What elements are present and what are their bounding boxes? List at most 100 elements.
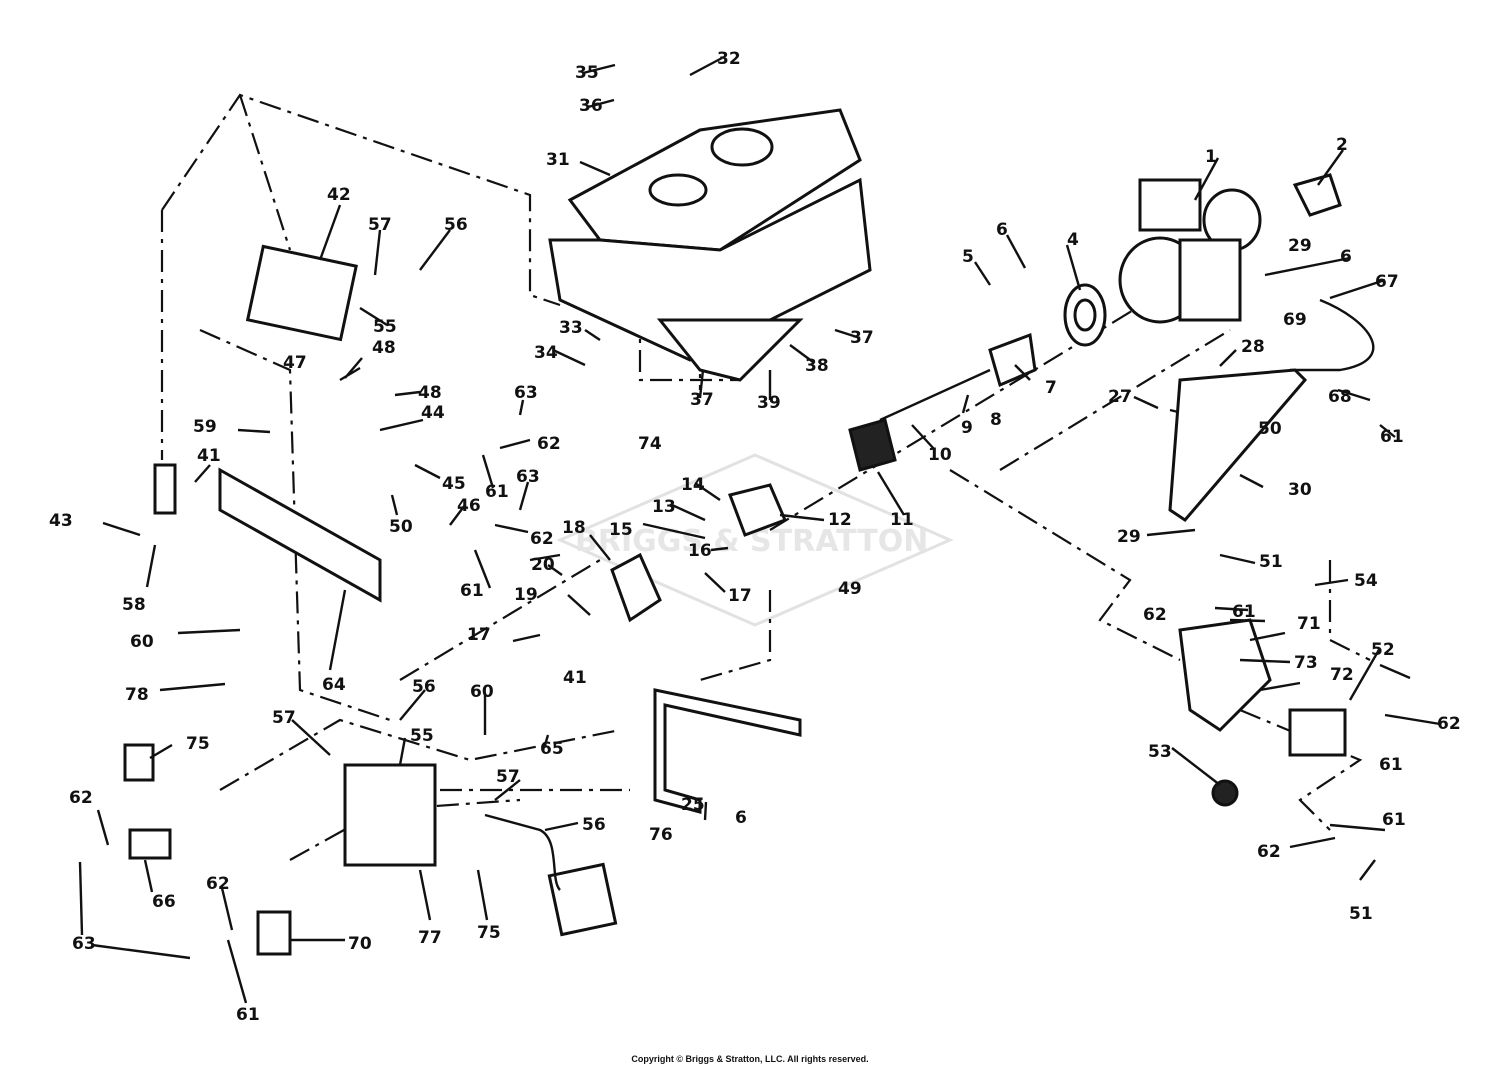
callout-42: 42 [327, 185, 351, 205]
callout-7: 7 [1045, 378, 1057, 398]
callout-60: 60 [470, 682, 494, 702]
callout-27: 27 [1108, 387, 1132, 407]
callout-63: 63 [514, 383, 538, 403]
callout-1: 1 [1205, 147, 1217, 167]
callout-20: 20 [531, 555, 555, 575]
callout-6: 6 [1340, 247, 1352, 267]
callout-50: 50 [389, 517, 413, 537]
callout-48: 48 [372, 338, 396, 358]
callout-48: 48 [418, 383, 442, 403]
callout-67: 67 [1375, 272, 1399, 292]
end-bell [728, 483, 787, 537]
assembly-lines [160, 93, 1375, 861]
callout-2: 2 [1336, 135, 1348, 155]
callout-56: 56 [412, 677, 436, 697]
callout-17: 17 [728, 586, 752, 606]
callout-34: 34 [534, 343, 558, 363]
callout-58: 58 [122, 595, 146, 615]
callout-57: 57 [272, 708, 296, 728]
callout-8: 8 [990, 410, 1002, 430]
callout-62: 62 [530, 529, 554, 549]
callout-73: 73 [1294, 653, 1318, 673]
callout-74: 74 [638, 434, 662, 454]
callout-29: 29 [1288, 236, 1312, 256]
callout-63: 63 [72, 934, 96, 954]
receptacle-box-top [245, 244, 358, 342]
callout-31: 31 [546, 150, 570, 170]
rotor [879, 332, 1037, 422]
callout-29: 29 [1117, 527, 1141, 547]
air-cleaner [1292, 173, 1342, 217]
callout-62: 62 [1143, 605, 1167, 625]
callout-52: 52 [1371, 640, 1395, 660]
callout-51: 51 [1349, 904, 1373, 924]
callout-11: 11 [890, 510, 914, 530]
brush-cover [610, 552, 662, 623]
callout-16: 16 [688, 541, 712, 561]
callout-60: 60 [130, 632, 154, 652]
callout-6: 6 [735, 808, 747, 828]
callout-49: 49 [838, 579, 862, 599]
callout-62: 62 [1437, 714, 1461, 734]
mounting-bracket [1178, 618, 1347, 807]
callout-4: 4 [1067, 230, 1079, 250]
callout-56: 56 [582, 815, 606, 835]
callout-61: 61 [485, 482, 509, 502]
callout-33: 33 [559, 318, 583, 338]
callout-35: 35 [575, 63, 599, 83]
callout-57: 57 [496, 767, 520, 787]
callout-32: 32 [717, 49, 741, 69]
callout-10: 10 [928, 445, 952, 465]
callout-43: 43 [49, 511, 73, 531]
callout-37: 37 [690, 390, 714, 410]
callout-17: 17 [467, 625, 491, 645]
callout-77: 77 [418, 928, 442, 948]
callout-18: 18 [562, 518, 586, 538]
callout-36: 36 [579, 96, 603, 116]
callout-46: 46 [457, 496, 481, 516]
adapter-ring [1063, 283, 1107, 347]
callout-61: 61 [1380, 427, 1404, 447]
callout-68: 68 [1328, 387, 1352, 407]
callout-25: 25 [681, 795, 705, 815]
callout-61: 61 [236, 1005, 260, 1025]
callout-45: 45 [442, 474, 466, 494]
callout-76: 76 [649, 825, 673, 845]
callout-75: 75 [186, 734, 210, 754]
callout-5: 5 [962, 247, 974, 267]
callout-50: 50 [1258, 419, 1282, 439]
callout-62: 62 [1257, 842, 1281, 862]
callout-55: 55 [373, 317, 397, 337]
callout-41: 41 [563, 668, 587, 688]
callout-61: 61 [1232, 602, 1256, 622]
callout-30: 30 [1288, 480, 1312, 500]
callout-14: 14 [681, 475, 705, 495]
callout-39: 39 [757, 393, 781, 413]
callout-44: 44 [421, 403, 445, 423]
callout-65: 65 [540, 739, 564, 759]
callout-labels: 1 2 4 5 6 6 6 7 8 9 10 11 12 13 14 15 16… [49, 49, 1461, 1025]
copyright-notice: Copyright © Briggs & Stratton, LLC. All … [631, 1054, 869, 1064]
stator [848, 418, 897, 472]
callout-66: 66 [152, 892, 176, 912]
callout-78: 78 [125, 685, 149, 705]
callout-70: 70 [348, 934, 372, 954]
callout-69: 69 [1283, 310, 1307, 330]
callout-41: 41 [197, 446, 221, 466]
callout-62: 62 [537, 434, 561, 454]
callout-61: 61 [1379, 755, 1403, 775]
callout-61: 61 [460, 581, 484, 601]
callout-13: 13 [652, 497, 676, 517]
switches [123, 743, 292, 956]
callout-47: 47 [283, 353, 307, 373]
callout-9: 9 [961, 418, 973, 438]
engine [1118, 178, 1262, 324]
callout-28: 28 [1241, 337, 1265, 357]
control-panel [218, 467, 382, 603]
callout-12: 12 [828, 510, 852, 530]
carrying-handle [153, 463, 177, 515]
watermark-logo: BRIGGS & STRATTON [556, 453, 954, 627]
fuel-tank [548, 108, 872, 362]
callout-51: 51 [1259, 552, 1283, 572]
